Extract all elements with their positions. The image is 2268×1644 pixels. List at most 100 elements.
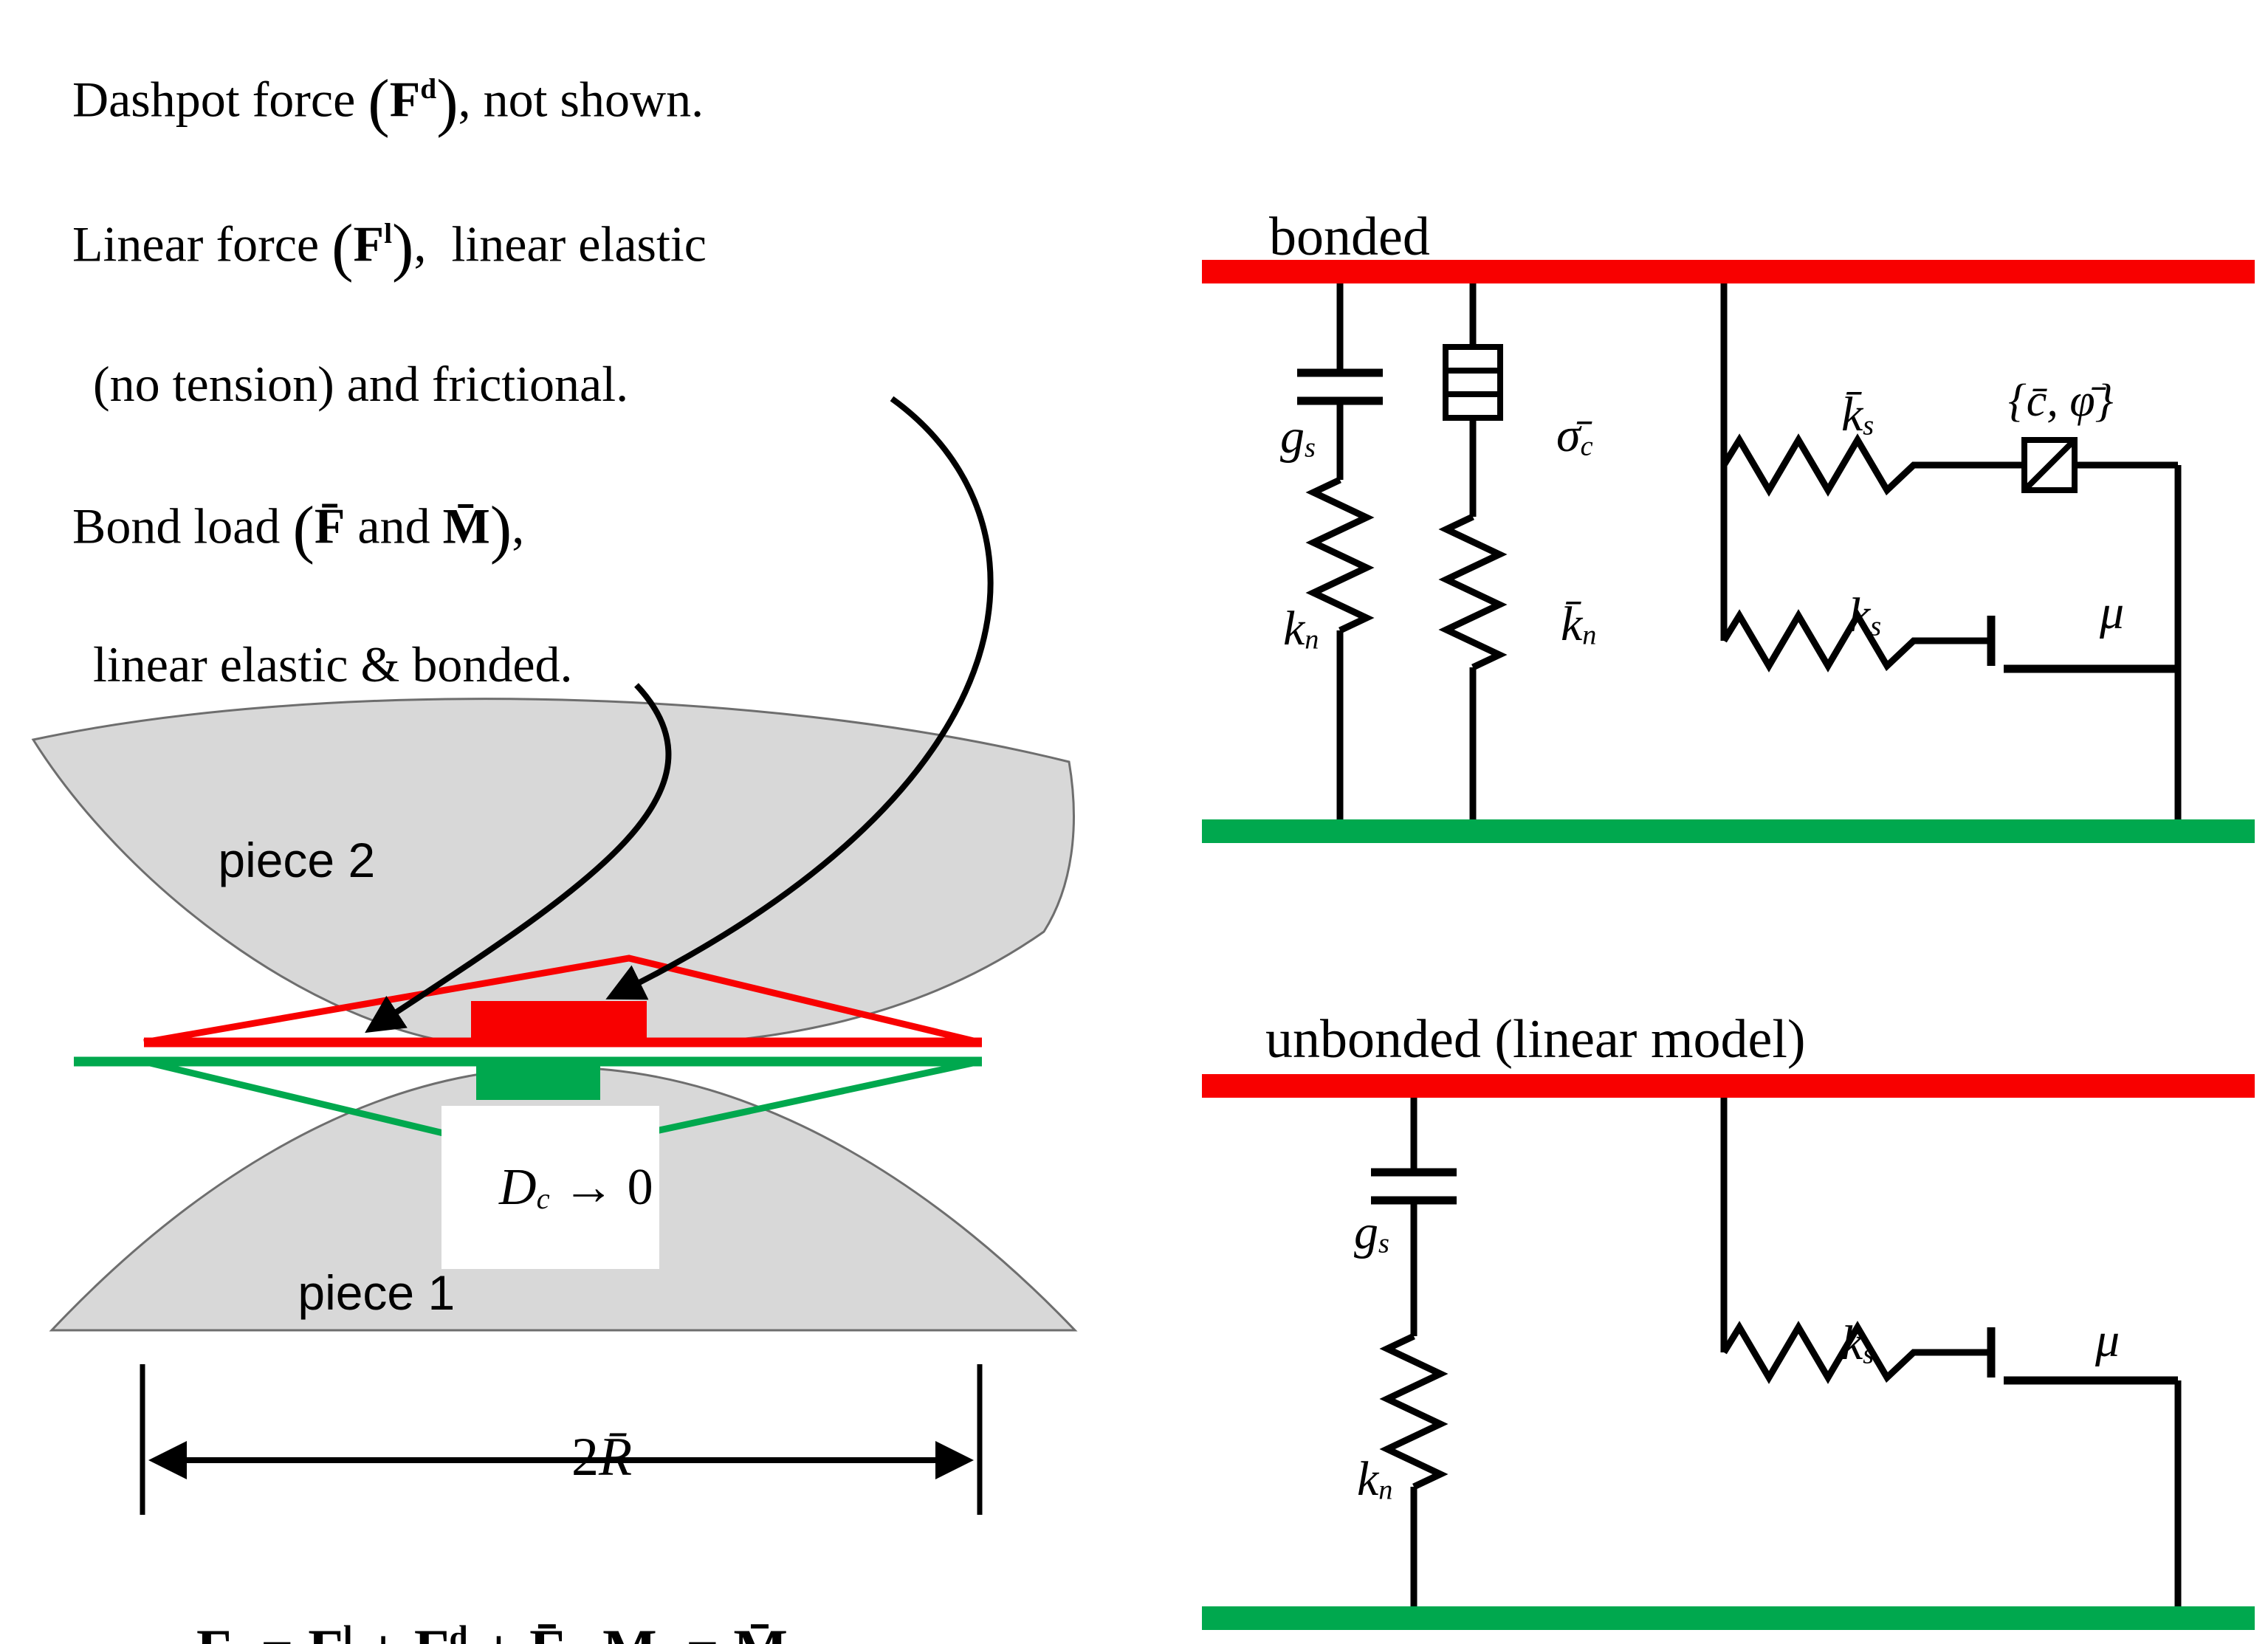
piece-1-label: piece 1 — [244, 1217, 455, 1370]
dimension-label: 2R̄ — [517, 1372, 632, 1544]
formula-plus1: + — [352, 1617, 413, 1644]
formula-mbar: M̄ — [733, 1617, 788, 1644]
note-line-5: linear elastic & bonded. — [43, 586, 573, 744]
bonded-kn-subscript: n — [1305, 625, 1319, 656]
force-moment-formula: Fc = Fl + Fd + F̄, Mc = M̄ — [139, 1559, 788, 1644]
bonded-ks-spring — [1721, 609, 1991, 673]
formula-plus2: + — [468, 1617, 529, 1644]
bonded-title: bonded — [1214, 151, 1430, 323]
formula-f2-sup: l — [343, 1618, 353, 1644]
gap-d-subscript: c — [536, 1181, 550, 1215]
formula-eq1: = — [247, 1617, 308, 1644]
formula-f1: F — [196, 1617, 232, 1644]
piece-2-shape — [31, 698, 1075, 1047]
unbonded-gs-subscript: s — [1378, 1228, 1389, 1260]
note4-and: and — [345, 498, 443, 554]
note4-open-paren: ( — [292, 493, 315, 566]
dim-two: 2 — [571, 1426, 599, 1487]
bonded-ksb-spring — [1721, 433, 2024, 497]
piece-2-label: piece 2 — [164, 784, 375, 938]
bonded-kn-spring — [1305, 476, 1375, 634]
formula-m1: M — [602, 1617, 657, 1644]
annotation-arrow-left — [365, 683, 672, 1033]
bonded-ks-symbol: k — [1849, 588, 1871, 643]
formula-f3: F — [414, 1617, 450, 1644]
bonded-ksbar-label: k̄s — [1793, 338, 1874, 492]
bonded-bottom-plate — [1202, 819, 2255, 843]
bonded-cphi-label: {c̄, φ̄} — [1962, 329, 2113, 473]
piece-2-label-text: piece 2 — [218, 833, 376, 888]
bonded-sigma-label: σ̄c — [1508, 359, 1593, 513]
bonded-mu-label: μ — [2051, 536, 2124, 689]
note4-close-paren: ) — [489, 493, 512, 566]
bonded-knbar-label: k̄n — [1512, 548, 1596, 702]
unbonded-mu-label: μ — [2047, 1264, 2120, 1417]
bond-red-rect — [471, 1001, 647, 1038]
bonded-top-plate — [1202, 260, 2255, 283]
formula-comma: , — [560, 1617, 603, 1644]
bonded-title-text: bonded — [1269, 206, 1430, 267]
bonded-ks-label: ks — [1800, 539, 1881, 693]
note1-text: Dashpot force — [72, 71, 368, 128]
note4-mbar-symbol: M̄ — [442, 498, 490, 554]
bonded-sigma-symbol: σ̄ — [1556, 408, 1581, 463]
unbonded-gs-label: gs — [1305, 1156, 1389, 1310]
bonded-knbar-subscript: n — [1582, 620, 1597, 652]
unbonded-kn-symbol: k — [1357, 1452, 1379, 1507]
bonded-gs-label: gs — [1231, 360, 1316, 515]
note2-force-symbol: F — [353, 216, 385, 272]
unbonded-title: unbonded (linear model) — [1211, 954, 1806, 1126]
note2-superscript: l — [384, 217, 393, 250]
note4-text: Bond load — [72, 498, 293, 554]
note2-text: Linear force — [72, 216, 332, 272]
note1-tail: , not shown. — [458, 71, 704, 128]
note-line-1: Dashpot force (Fd), not shown. — [22, 16, 704, 190]
note-line-2: Linear force (Fl), linear elastic — [22, 161, 707, 335]
unbonded-mu-symbol: μ — [2095, 1313, 2120, 1368]
unbonded-top-plate — [1202, 1074, 2255, 1098]
unbonded-bottom-plate — [1202, 1606, 2255, 1630]
bonded-ksbar-subscript: s — [1863, 410, 1874, 442]
note1-open-paren: ( — [368, 66, 390, 140]
unbonded-title-text: unbonded (linear model) — [1265, 1008, 1806, 1070]
unbonded-ks-symbol: k — [1841, 1316, 1863, 1371]
bond-green-rect — [476, 1066, 600, 1100]
bonded-mu-symbol: μ — [2100, 585, 2125, 640]
gap-arrow: → — [549, 1158, 628, 1216]
note1-superscript: d — [420, 72, 437, 106]
note-line-4: Bond load (F̄ and M̄), — [22, 443, 524, 617]
bonded-knbar-symbol: k̄ — [1561, 597, 1583, 652]
note1-force-symbol: F — [389, 71, 421, 128]
formula-f3-sup: d — [449, 1618, 468, 1644]
gap-d-symbol: D — [499, 1158, 537, 1216]
bonded-gs-symbol: g — [1280, 410, 1305, 464]
bonded-cphi-slider-diagonal — [2022, 438, 2077, 492]
bond-red-outline — [143, 955, 981, 1046]
bonded-cphi-text: {c̄, φ̄} — [2008, 376, 2114, 427]
formula-f2: F — [308, 1617, 343, 1644]
formula-eq2: = — [672, 1617, 733, 1644]
note5-text: linear elastic & bonded. — [93, 636, 573, 693]
unbonded-kn-spring — [1379, 1332, 1449, 1490]
bonded-kn-label: kn — [1234, 552, 1319, 706]
bonded-sigma-subscript: c — [1580, 431, 1593, 463]
note2-open-paren: ( — [331, 211, 354, 284]
note2-close-paren: ) — [392, 211, 414, 284]
formula-fbar: F̄ — [529, 1617, 560, 1644]
bonded-knb-spring — [1438, 513, 1508, 671]
note4-fbar-symbol: F̄ — [314, 498, 346, 554]
unbonded-kn-subscript: n — [1378, 1475, 1393, 1507]
note-line-3: (no tension) and frictional. — [43, 306, 628, 464]
unbonded-kn-label: kn — [1308, 1403, 1392, 1557]
bonded-gs-subscript: s — [1305, 433, 1316, 464]
note2-tail: , linear elastic — [413, 216, 707, 272]
unbonded-gs-symbol: g — [1354, 1206, 1378, 1260]
bonded-ks-subscript: s — [1870, 611, 1882, 643]
piece-1-label-text: piece 1 — [298, 1265, 456, 1321]
bonded-sigma-box — [1443, 344, 1503, 421]
note3-text: (no tension) and frictional. — [93, 356, 629, 413]
bonded-ksbar-symbol: k̄ — [1841, 388, 1863, 442]
gap-label: Dc → 0 — [441, 1106, 659, 1269]
